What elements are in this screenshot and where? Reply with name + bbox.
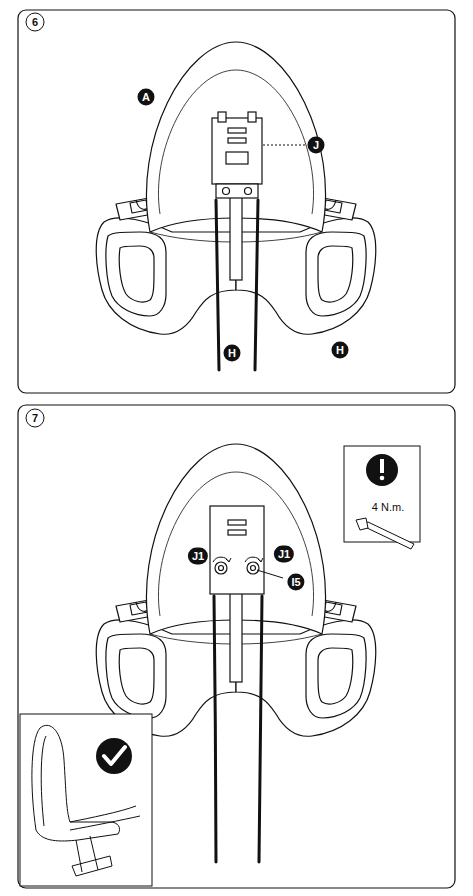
part-callout: H (332, 342, 349, 359)
part-callout: J1 (274, 546, 294, 563)
step-number: 7 (26, 409, 45, 428)
step-number: 6 (26, 13, 45, 32)
part-callout: H (224, 345, 241, 362)
torque-value: 4 N.m. (371, 501, 405, 513)
part-callout: J1 (188, 548, 208, 565)
part-callout: J (308, 137, 325, 154)
part-callout: A (138, 89, 155, 106)
